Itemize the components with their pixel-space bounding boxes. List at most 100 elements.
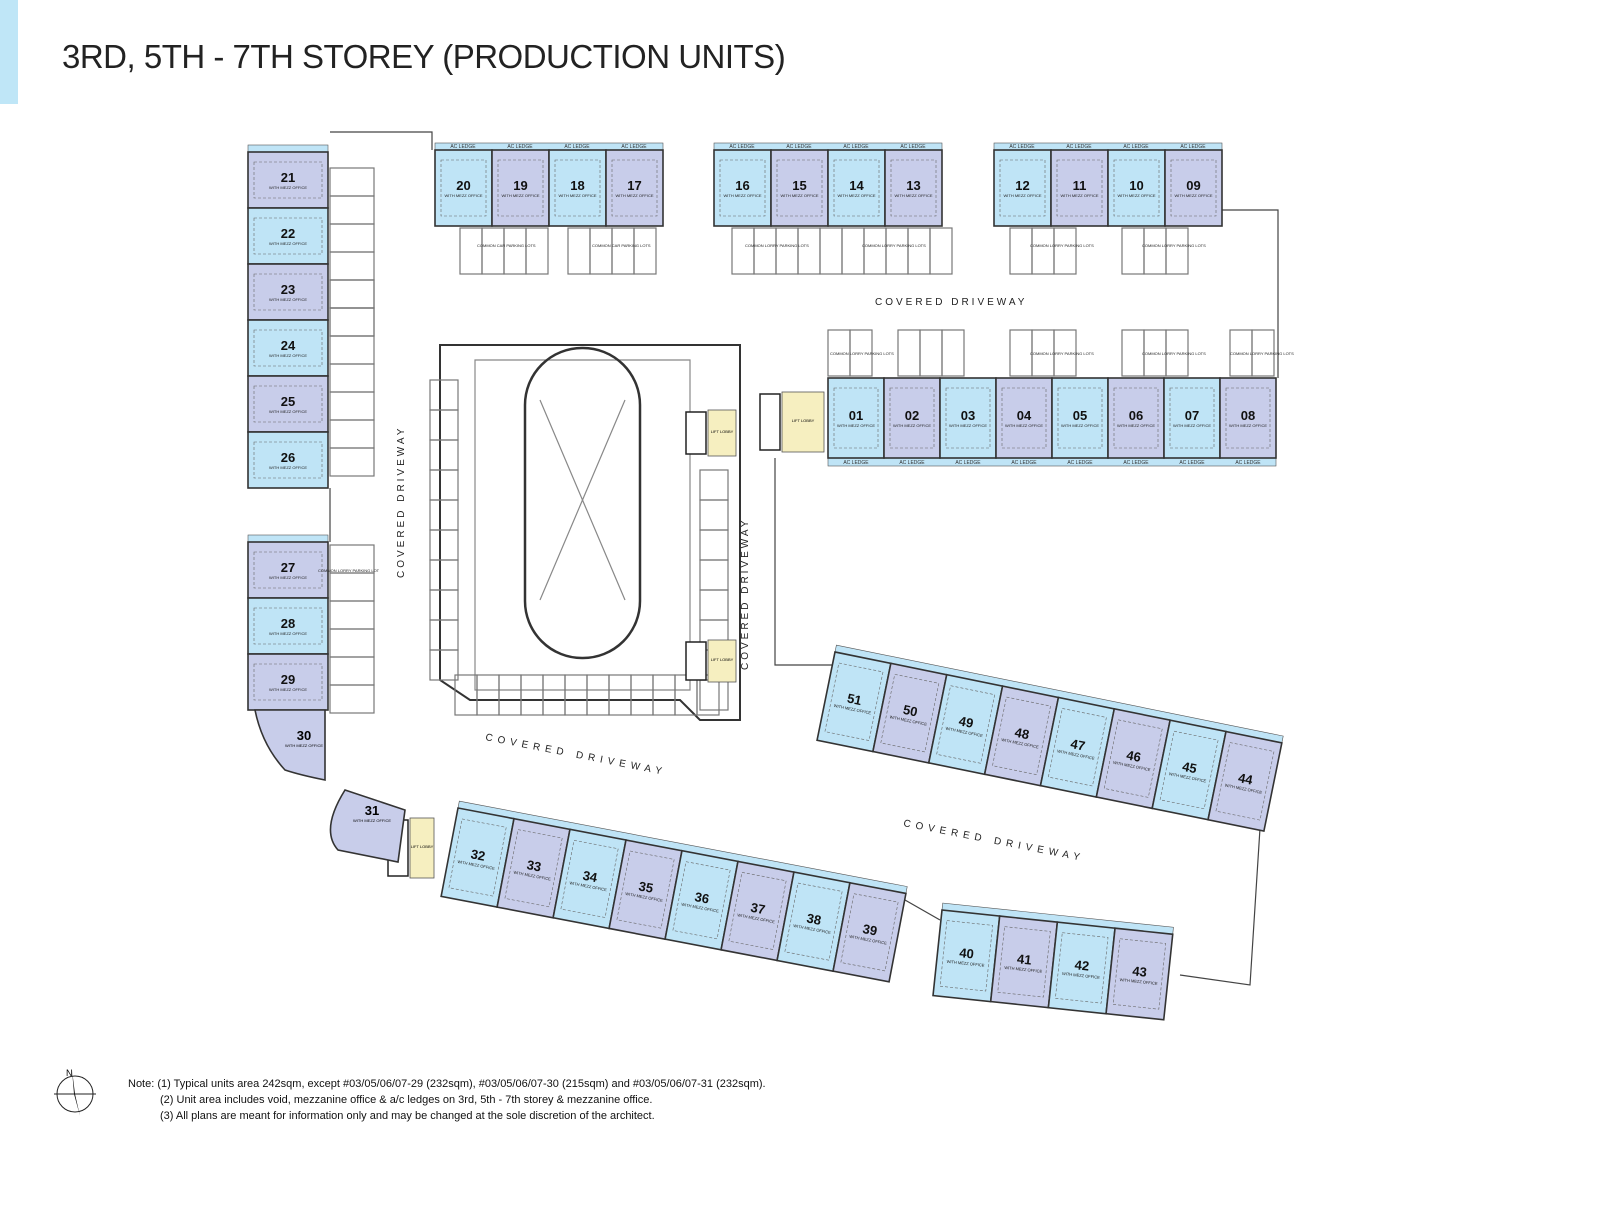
unit-floor xyxy=(883,377,941,459)
unit-sublabel: WITH MEZZ OFFICE xyxy=(949,423,987,428)
unit-floor xyxy=(1051,377,1109,459)
mezzanine-outline xyxy=(253,663,323,701)
mezzanine-outline xyxy=(253,385,323,423)
unit-number: 30 xyxy=(297,728,311,743)
unit-sublabel: WITH MEZZ OFFICE xyxy=(285,743,323,748)
driveway-label-lower-right: COVERED DRIVEWAY xyxy=(902,818,1085,864)
unit-floor xyxy=(1219,377,1277,459)
lorry-parking-label: COMMON LORRY PARKING LOTS xyxy=(745,243,809,248)
unit-number: 38 xyxy=(805,910,822,927)
parking-stall xyxy=(329,307,375,337)
lift-lobby-label: LIFT LOBBY xyxy=(411,844,434,849)
mezzanine-outline xyxy=(253,161,323,199)
parking-stall xyxy=(567,227,591,275)
unit-number: 11 xyxy=(1073,178,1087,193)
mezzanine-outline xyxy=(880,674,940,753)
unit-sublabel: WITH MEZZ OFFICE xyxy=(1173,423,1211,428)
driveway-label-center: COVERED DRIVEWAY xyxy=(740,518,751,670)
parking-stall xyxy=(520,674,544,716)
mezzanine-outline xyxy=(611,159,658,217)
parking-stall xyxy=(630,674,654,716)
unit-floor xyxy=(247,375,329,433)
unit-sublabel: WITH MEZZ OFFICE xyxy=(269,575,307,580)
ac-ledge-label: AC LEDGE xyxy=(1123,144,1149,150)
parking-stall xyxy=(608,674,632,716)
parking-stall xyxy=(329,223,375,253)
parking-stall xyxy=(652,674,676,716)
mezzanine-outline xyxy=(554,159,601,217)
ac-ledge xyxy=(247,144,329,153)
mezzanine-outline xyxy=(833,159,880,217)
lift-lobby-label: LIFT LOBBY xyxy=(711,429,734,434)
parking-stall xyxy=(1251,329,1275,377)
unit-sublabel: WITH MEZZ OFFICE xyxy=(895,193,933,198)
unit-number: 28 xyxy=(281,616,295,631)
unit-number: 35 xyxy=(637,878,654,895)
lift-lobby: LIFT LOBBY xyxy=(685,409,737,457)
parking-stall xyxy=(454,674,478,716)
unit-number: 24 xyxy=(281,338,296,353)
parking-stall xyxy=(525,227,549,275)
ac-ledge-label: AC LEDGE xyxy=(786,144,812,150)
ac-ledge-label: AC LEDGE xyxy=(900,144,926,150)
unit-floor xyxy=(247,653,329,711)
parking-stall xyxy=(503,227,527,275)
parking-stall xyxy=(611,227,635,275)
mezzanine-outline xyxy=(1159,730,1219,810)
north-label: N xyxy=(66,1068,73,1078)
lift-icon xyxy=(759,393,781,451)
unit-sublabel: WITH MEZZ OFFICE xyxy=(1061,193,1099,198)
unit-number: 37 xyxy=(749,900,766,917)
